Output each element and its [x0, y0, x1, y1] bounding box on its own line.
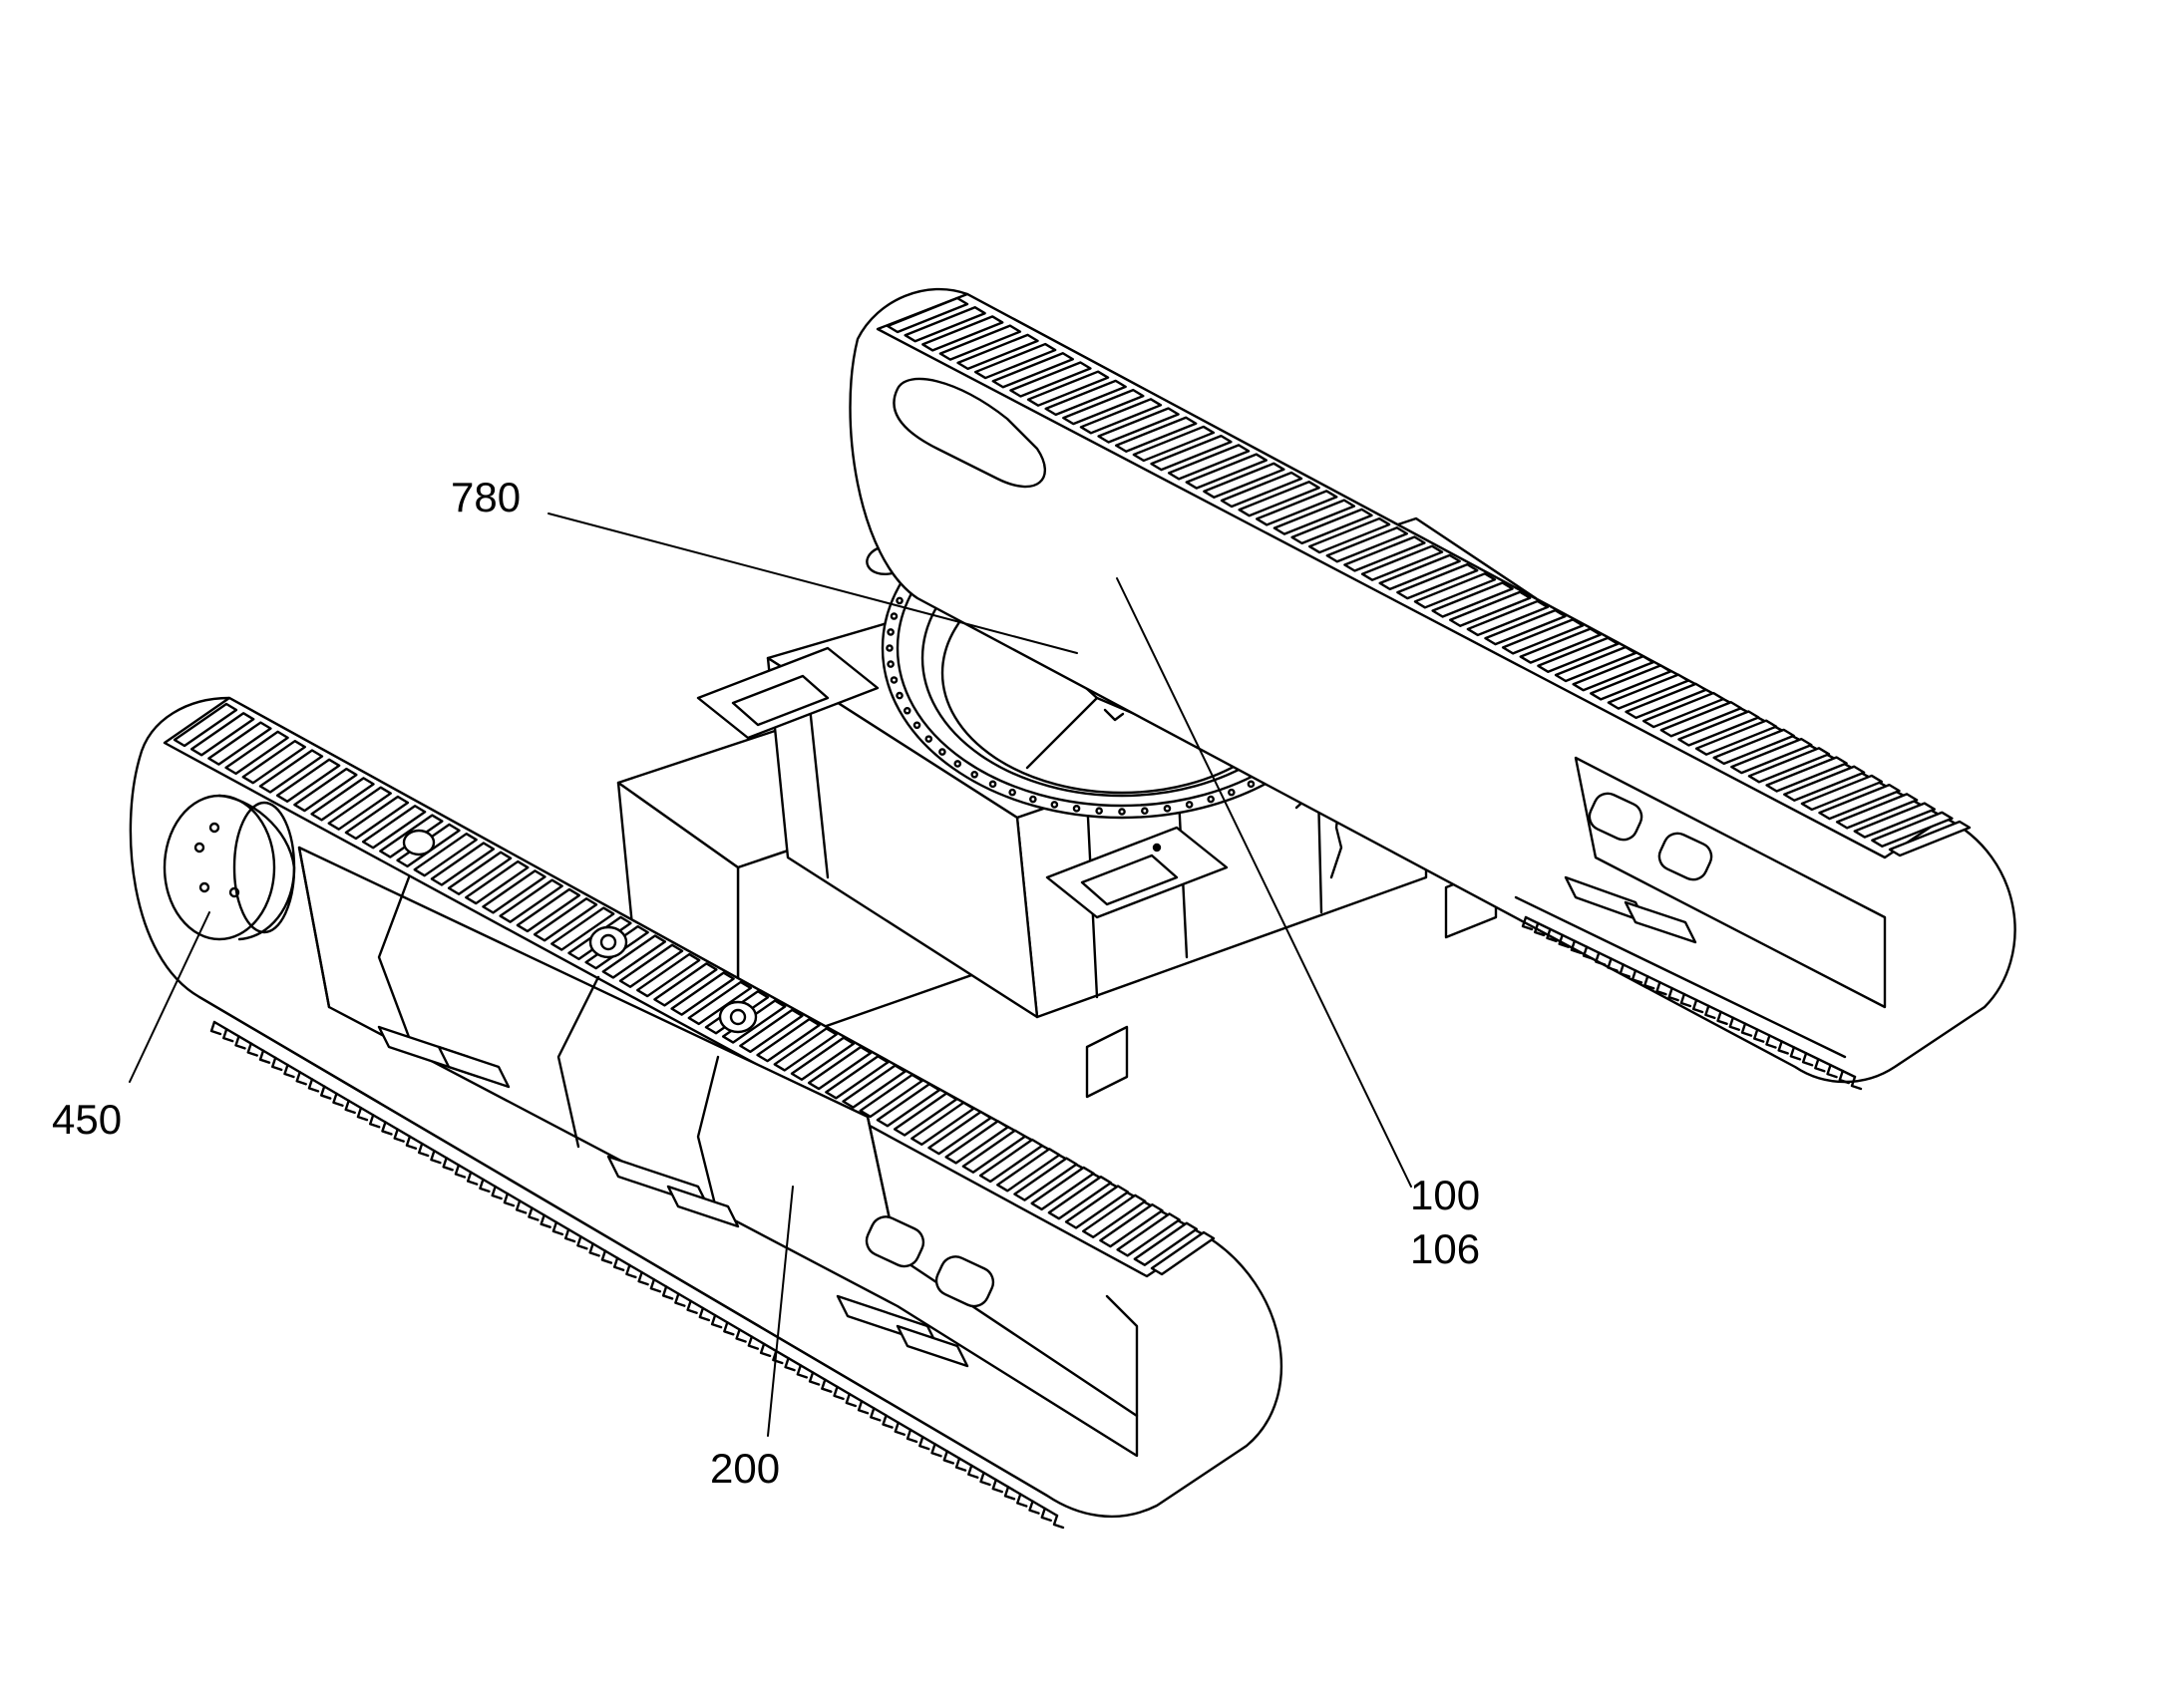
ref-label-106: 106	[1410, 1225, 1481, 1272]
left-track-teeth	[209, 1020, 1065, 1530]
leader-lines	[129, 512, 1412, 1437]
left-track-shoes	[173, 702, 1216, 1276]
ref-label-450: 450	[52, 1096, 123, 1143]
ref-label-200: 200	[710, 1445, 781, 1492]
right-track-assembly	[849, 287, 2016, 1091]
left-track-assembly	[129, 696, 1283, 1530]
ref-label-780: 780	[451, 474, 522, 520]
leader-780	[547, 512, 1078, 654]
ref-label-100: 100	[1410, 1172, 1481, 1218]
leader-200	[767, 1186, 794, 1437]
leader-450	[129, 911, 210, 1083]
leader-100-106	[1116, 577, 1412, 1188]
right-track-shoes	[886, 296, 1972, 857]
right-track-teeth	[1521, 915, 1863, 1091]
